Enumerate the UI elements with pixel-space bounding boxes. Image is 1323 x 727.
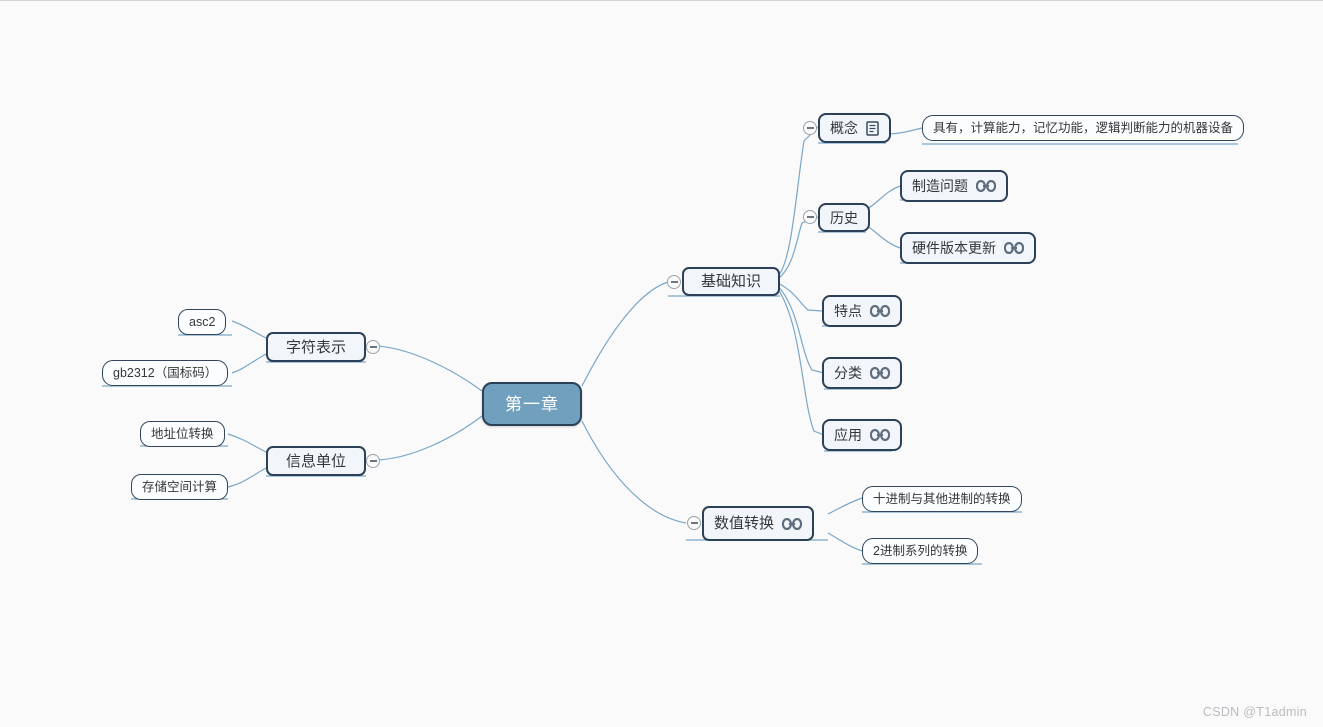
node-concept[interactable]: 概念 [818, 113, 891, 143]
node-gb2312[interactable]: gb2312（国标码） [102, 360, 229, 386]
root-node[interactable]: 第一章 [482, 382, 582, 426]
branch-node-charset-label: 字符表示 [285, 338, 346, 356]
node-decimal-conversion[interactable]: 十进制与其他进制的转换 [862, 486, 1022, 512]
node-storage-calculation-label: 存储空间计算 [142, 479, 218, 494]
branch-node-infounit[interactable]: 信息单位 [266, 446, 366, 476]
collapse-toggle-infounit[interactable] [366, 454, 380, 468]
node-characteristics[interactable]: 特点 [822, 295, 902, 327]
branch-node-numeric-label: 数值转换 [714, 515, 775, 532]
node-history-label: 历史 [830, 209, 858, 226]
node-manufacturing-problem-label: 制造问题 [912, 178, 968, 194]
node-characteristics-label: 特点 [834, 303, 862, 319]
node-asc2-label: asc2 [189, 314, 216, 329]
node-asc2[interactable]: asc2 [178, 309, 227, 335]
node-binary-conversion-label: 2进制系列的转换 [873, 543, 968, 558]
node-history[interactable]: 历史 [818, 203, 870, 232]
root-node-label: 第一章 [505, 394, 559, 414]
collapse-toggle-numeric[interactable] [687, 516, 701, 530]
node-classification[interactable]: 分类 [822, 357, 902, 389]
note-icon [866, 120, 879, 136]
link-icon [782, 517, 803, 530]
node-address-bit-conversion-label: 地址位转换 [151, 426, 214, 441]
link-icon [870, 429, 890, 441]
link-icon [976, 180, 996, 192]
node-binary-conversion[interactable]: 2进制系列的转换 [862, 538, 979, 564]
collapse-toggle-history[interactable] [803, 210, 817, 224]
branch-node-infounit-label: 信息单位 [285, 452, 346, 470]
node-concept-description[interactable]: 具有，计算能力，记忆功能，逻辑判断能力的机器设备 [922, 115, 1245, 141]
link-icon [870, 367, 890, 379]
node-application[interactable]: 应用 [822, 419, 902, 451]
link-icon [870, 305, 890, 317]
node-address-bit-conversion[interactable]: 地址位转换 [140, 421, 225, 447]
node-concept-label: 概念 [830, 120, 858, 136]
node-gb2312-label: gb2312（国标码） [113, 365, 218, 380]
node-decimal-conversion-label: 十进制与其他进制的转换 [873, 491, 1011, 506]
node-concept-description-label: 具有，计算能力，记忆功能，逻辑判断能力的机器设备 [933, 120, 1234, 135]
link-icon [1004, 242, 1024, 254]
node-classification-label: 分类 [834, 365, 862, 381]
watermark: CSDN @T1admin [1202, 705, 1307, 719]
node-storage-calculation[interactable]: 存储空间计算 [131, 474, 229, 500]
branch-node-numeric[interactable]: 数值转换 [702, 506, 815, 541]
branch-node-basics[interactable]: 基础知识 [682, 267, 780, 296]
branch-node-basics-label: 基础知识 [700, 273, 761, 290]
collapse-toggle-concept[interactable] [803, 121, 817, 135]
collapse-toggle-basics[interactable] [667, 275, 681, 289]
branch-node-charset[interactable]: 字符表示 [266, 332, 366, 362]
node-hardware-version-update-label: 硬件版本更新 [912, 240, 996, 256]
node-hardware-version-update[interactable]: 硬件版本更新 [900, 232, 1036, 264]
collapse-toggle-charset[interactable] [366, 340, 380, 354]
node-manufacturing-problem[interactable]: 制造问题 [900, 170, 1008, 202]
node-application-label: 应用 [834, 427, 862, 443]
